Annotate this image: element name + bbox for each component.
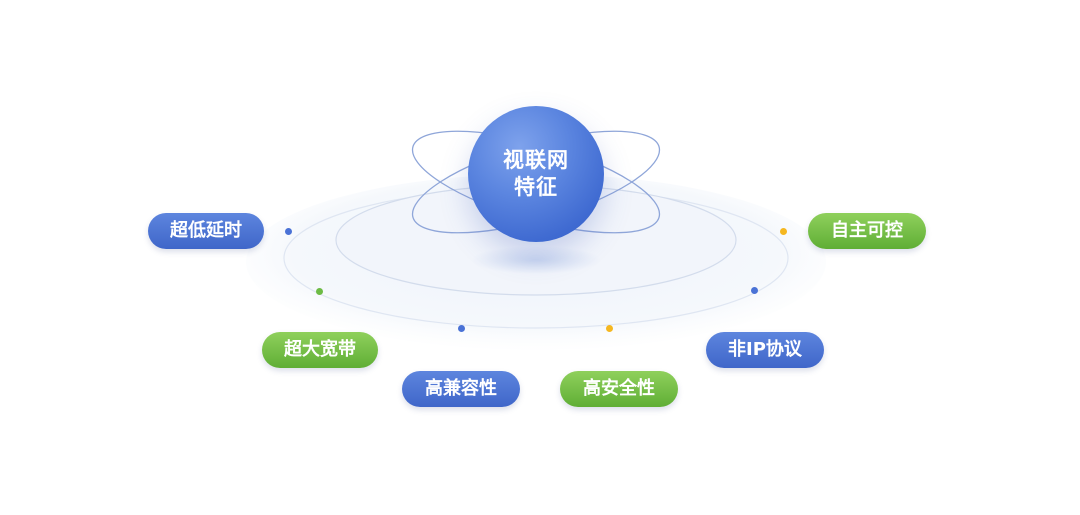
feature-label: 高兼容性 [425, 378, 497, 399]
ring-dot-green-left [316, 288, 323, 295]
center-sphere: 视联网 特征 [468, 106, 604, 242]
center-title-line2: 特征 [514, 175, 558, 199]
ring-dot-blue-right [751, 287, 758, 294]
feature-label: 自主可控 [831, 220, 903, 241]
feature-high-security: 高安全性 [560, 371, 678, 407]
ring-dot-yellow-right [780, 228, 787, 235]
feature-ultra-low-latency: 超低延时 [148, 213, 264, 249]
feature-label: 高安全性 [583, 378, 655, 399]
feature-non-ip-protocol: 非IP协议 [706, 332, 824, 368]
feature-high-compatibility: 高兼容性 [402, 371, 520, 407]
center-title-line1: 视联网 [503, 148, 569, 172]
ring-dot-yellow-bottom [606, 325, 613, 332]
feature-label: 非IP协议 [728, 339, 802, 360]
ring-dot-blue-bottom [458, 325, 465, 332]
feature-label: 超大宽带 [284, 339, 356, 360]
feature-ultra-wide-bandwidth: 超大宽带 [262, 332, 378, 368]
sphere-shadow [471, 246, 601, 274]
ring-dot-blue-left [285, 228, 292, 235]
feature-label: 超低延时 [170, 220, 242, 241]
feature-independent-control: 自主可控 [808, 213, 926, 249]
